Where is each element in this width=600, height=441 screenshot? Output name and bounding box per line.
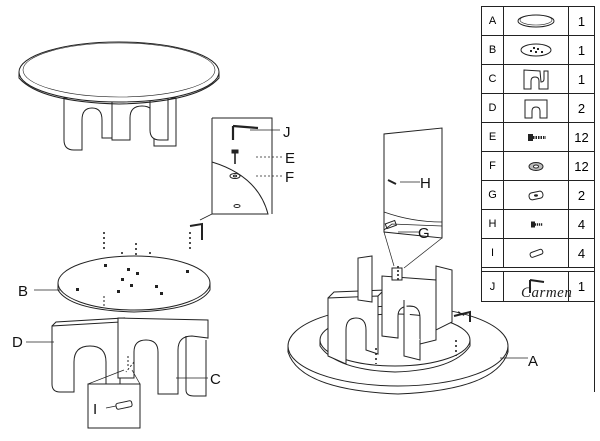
parts-row: B 1 xyxy=(482,36,594,65)
part-qty: 2 xyxy=(568,94,594,122)
allen-key-icon xyxy=(504,272,568,301)
parts-table: A 1 B 1 C 1 D 2 E 12 F 1 xyxy=(481,6,595,272)
parts-table-last-row: J 1 xyxy=(481,272,595,302)
part-qty: 12 xyxy=(568,123,594,151)
base-panel-c-icon xyxy=(504,65,568,93)
callout-i: I xyxy=(93,401,97,418)
screw-icon xyxy=(504,123,568,151)
part-letter: E xyxy=(482,123,504,151)
part-letter: B xyxy=(482,36,504,64)
callout-j: J xyxy=(283,124,291,141)
part-letter: C xyxy=(482,65,504,93)
part-qty: 4 xyxy=(568,210,594,238)
part-qty: 1 xyxy=(568,272,594,301)
callout-d: D xyxy=(12,334,23,351)
callout-e: E xyxy=(285,150,295,167)
callout-h: H xyxy=(420,175,431,192)
parts-row: A 1 xyxy=(482,7,594,36)
part-letter: F xyxy=(482,152,504,180)
parts-row-spacer xyxy=(482,268,594,271)
callout-a: A xyxy=(528,353,538,370)
part-qty: 1 xyxy=(568,7,594,35)
parts-row: J 1 xyxy=(482,272,594,301)
washer-icon xyxy=(504,152,568,180)
part-letter: D xyxy=(482,94,504,122)
parts-row: I 4 xyxy=(482,239,594,268)
part-qty: 1 xyxy=(568,36,594,64)
small-screw-icon xyxy=(504,210,568,238)
base-on-tabletop-illustration xyxy=(287,127,528,395)
parts-row: G 2 xyxy=(482,181,594,210)
part-letter: J xyxy=(482,272,504,301)
part-qty: 1 xyxy=(568,65,594,93)
parts-row: F 12 xyxy=(482,152,594,181)
part-letter: A xyxy=(482,7,504,35)
brand-name: Carmen xyxy=(521,285,573,301)
parts-row: H 4 xyxy=(482,210,594,239)
assembled-table-illustration xyxy=(18,41,220,151)
parts-row: E 12 xyxy=(482,123,594,152)
part-qty: 12 xyxy=(568,152,594,180)
parts-row: C 1 xyxy=(482,65,594,94)
callout-g: G xyxy=(418,225,430,242)
part-letter: I xyxy=(482,239,504,267)
callout-c: C xyxy=(210,371,221,388)
callout-b: B xyxy=(18,283,28,300)
part-letter: G xyxy=(482,181,504,209)
parts-row: D 2 xyxy=(482,94,594,123)
callout-f: F xyxy=(285,169,294,186)
hardware-detail-box xyxy=(189,117,282,240)
tabletop-icon xyxy=(504,7,568,35)
base-panel-d-icon xyxy=(504,94,568,122)
brand-panel-border xyxy=(481,302,595,392)
part-letter: H xyxy=(482,210,504,238)
exploded-base-illustration xyxy=(26,232,211,429)
dowel-icon xyxy=(504,239,568,267)
connector-icon xyxy=(504,181,568,209)
round-plate-icon xyxy=(504,36,568,64)
part-qty: 2 xyxy=(568,181,594,209)
part-qty: 4 xyxy=(568,239,594,267)
